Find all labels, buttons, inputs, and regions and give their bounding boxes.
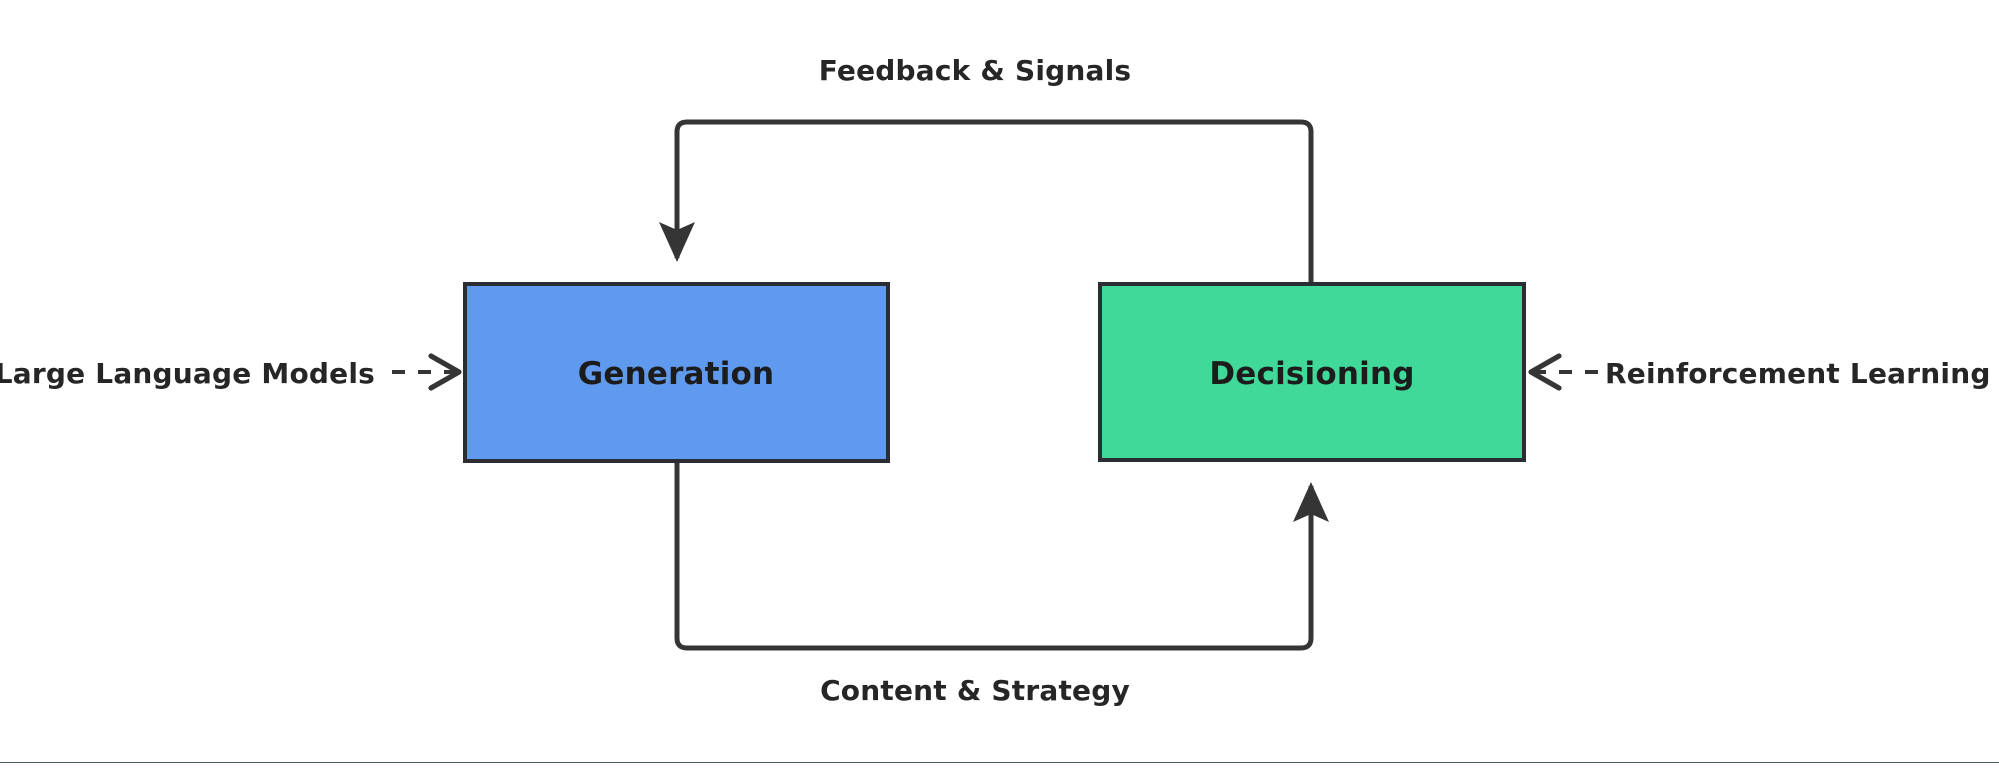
node-generation-label: Generation: [578, 356, 775, 392]
edge-feedback-signals: Feedback & Signals: [659, 54, 1314, 284]
edge-content-strategy: Content & Strategy: [674, 461, 1329, 707]
edge-label-large-language-models: Large Language Models: [0, 357, 375, 390]
edge-label-feedback-signals: Feedback & Signals: [819, 54, 1132, 87]
node-decisioning-label: Decisioning: [1209, 356, 1414, 392]
node-decisioning[interactable]: Decisioning: [1098, 282, 1526, 462]
node-decisioning-rect[interactable]: [1098, 282, 1526, 462]
edge-content-strategy-path: [674, 461, 1329, 651]
edge-label-reinforcement-learning: Reinforcement Learning: [1605, 357, 1991, 390]
edge-label-content-strategy: Content & Strategy: [820, 674, 1130, 707]
node-generation-rect[interactable]: [463, 282, 890, 463]
edge-llm-input: Large Language Models: [0, 353, 462, 391]
edge-rl-input: Reinforcement Learning: [1528, 353, 1991, 391]
edge-feedback-signals-path: [659, 119, 1314, 284]
footer-divider: [0, 762, 1999, 763]
node-generation[interactable]: Generation: [463, 282, 890, 463]
